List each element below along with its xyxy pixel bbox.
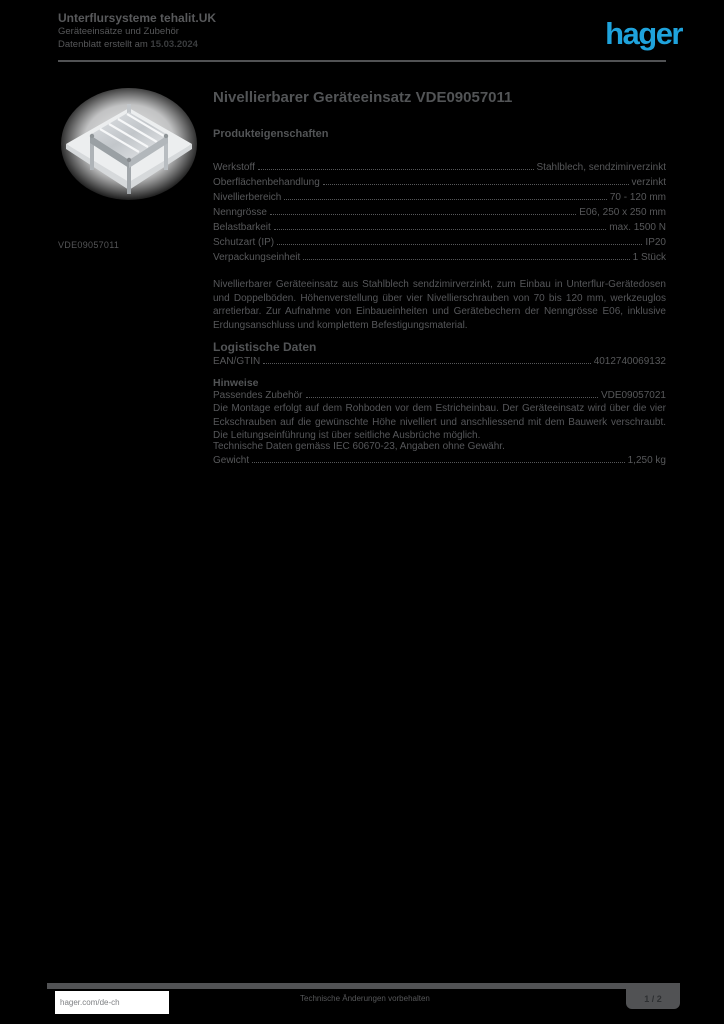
hager-logo: hager [605,16,683,51]
page-indicator-badge: 1 / 2 [626,989,680,1009]
notes-heading: Hinweise [213,377,259,389]
footer-divider [47,983,680,989]
spec-value: Stahlblech, sendzimirverzinkt [536,162,667,173]
accessory-table: Passendes Zubehör VDE09057021 [213,386,666,401]
footer-disclaimer: Technische Änderungen vorbehalten [300,994,430,1003]
logistics-table: EAN/GTIN 4012740069132 [213,352,666,367]
order-reference: VDE09057011 [58,240,120,250]
specs-table: Werkstoff Stahlblech, sendzimirverzinkt … [213,158,666,263]
leader-dots [252,461,625,463]
product-photo-image [61,88,197,200]
spec-row: Belastbarkeit max. 1500 N [213,218,666,233]
leader-dots [284,198,607,200]
leader-dots [263,362,591,364]
spec-row: Oberflächenbehandlung verzinkt [213,173,666,188]
ean-value: 4012740069132 [593,356,666,367]
leader-dots [322,183,629,185]
installation-note: Die Montage erfolgt auf dem Rohboden vor… [213,403,666,441]
spec-label: Schutzart (IP) [213,237,275,248]
accessory-value: VDE09057021 [600,390,666,401]
weight-value: 1,250 kg [627,455,666,466]
leader-dots [305,396,598,398]
leader-dots [257,168,534,170]
spec-row: Schutzart (IP) IP20 [213,233,666,248]
product-family: Unterflursysteme tehalit.UK [58,11,217,25]
spec-value: 70 - 120 mm [609,192,666,203]
document-info-label: Datenblatt erstellt am [58,39,151,50]
spec-value: max. 1500 N [609,222,666,233]
document-info: Datenblatt erstellt am 15.03.2024 [58,39,198,51]
weight-row: Gewicht 1,250 kg [213,451,666,466]
leader-dots [269,213,577,215]
spec-value: IP20 [645,237,666,248]
product-photo [60,86,198,208]
weight-label: Gewicht [213,455,250,466]
spec-row: Nivellierbereich 70 - 120 mm [213,188,666,203]
standards-note: Technische Daten gemäss IEC 60670-23, An… [213,441,505,452]
spec-value: E06, 250 x 250 mm [579,207,666,218]
header-divider [58,60,666,62]
spec-label: Oberflächenbehandlung [213,177,320,188]
leader-dots [303,258,630,260]
spec-value: verzinkt [631,177,666,188]
spec-row: Nenngrösse E06, 250 x 250 mm [213,203,666,218]
product-category: Geräteeinsätze und Zubehör [58,26,179,37]
specs-heading: Produkteigenschaften [213,128,329,140]
website-link[interactable]: hager.com/de-ch [55,991,169,1014]
leader-dots [277,243,643,245]
logistics-heading: Logistische Daten [213,340,317,354]
leader-dots [273,228,607,230]
weight-table: Gewicht 1,250 kg [213,451,666,466]
spec-label: Nivellierbereich [213,192,282,203]
spec-label: Belastbarkeit [213,222,271,233]
document-date: 15.03.2024 [150,39,198,50]
spec-label: Nenngrösse [213,207,267,218]
spec-label: Werkstoff [213,162,255,173]
ean-label: EAN/GTIN [213,356,261,367]
page-title: Nivellierbarer Geräteeinsatz VDE09057011 [213,89,513,106]
accessory-label: Passendes Zubehör [213,390,303,401]
spec-row: Verpackungseinheit 1 Stück [213,248,666,263]
spec-label: Verpackungseinheit [213,252,301,263]
product-description: Nivellierbarer Geräteeinsatz aus Stahlbl… [213,279,666,331]
spec-value: 1 Stück [632,252,666,263]
spec-row: Werkstoff Stahlblech, sendzimirverzinkt [213,158,666,173]
accessory-row: Passendes Zubehör VDE09057021 [213,386,666,401]
ean-row: EAN/GTIN 4012740069132 [213,352,666,367]
